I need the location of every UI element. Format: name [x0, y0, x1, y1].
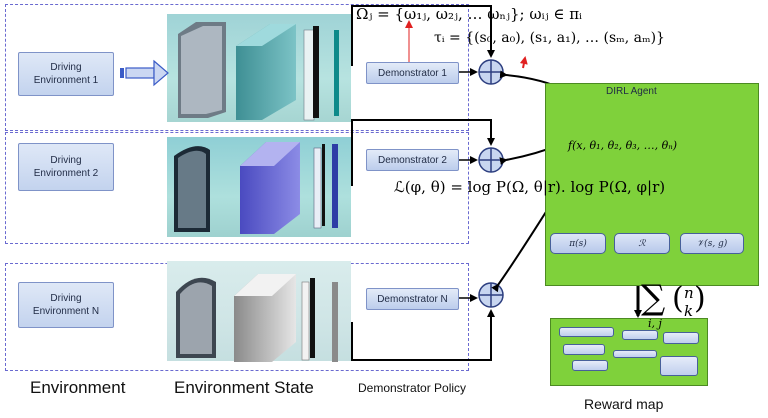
demonstrator-2-label: Demonstrator 2	[378, 154, 447, 166]
reward-map-cell	[660, 356, 698, 376]
demonstrator-policy-caption: Demonstrator Policy	[358, 381, 467, 395]
row-box-environment-2	[5, 132, 469, 244]
binomial-paren-left: (	[672, 281, 684, 316]
sum-node-n	[478, 282, 504, 308]
policy-output-label: π(s)	[569, 238, 587, 249]
driving-environment-1-label: Driving Environment 1	[33, 62, 99, 86]
f-formula: f(x, θ₁, θ₂, θ₃, …, θₙ)	[568, 139, 678, 152]
sum-symbol: ∑	[641, 278, 666, 318]
policy-output-pill[interactable]: π(s)	[550, 233, 606, 254]
binomial-n: n	[684, 284, 694, 302]
driving-environment-1-button[interactable]: Driving Environment 1	[18, 52, 114, 96]
row-box-environment-1	[5, 4, 469, 131]
rown-feature-stack	[176, 274, 338, 362]
tau-formula: τᵢ = {(s₀, a₀), (s₁, a₁), … (sₘ, aₘ)}	[434, 30, 665, 46]
driving-environment-n-button[interactable]: Driving Environment N	[18, 282, 114, 328]
sum-node-2	[478, 147, 504, 173]
reward-map-cell	[559, 327, 614, 337]
environment-state-caption: Environment State	[174, 378, 314, 397]
value-output-pill[interactable]: 𝒱(s, g)	[680, 233, 744, 254]
demonstrator-n-button[interactable]: Demonstrator N	[366, 288, 459, 310]
binomial-paren-right: )	[694, 281, 706, 316]
driving-environment-n-label: Driving Environment N	[32, 293, 100, 317]
dirl-agent-title: DIRL Agent	[606, 86, 657, 97]
demonstrator-n-label: Demonstrator N	[377, 293, 448, 305]
environment-caption: Environment	[30, 378, 126, 397]
reward-map-cell	[613, 350, 657, 358]
demonstrator-2-button[interactable]: Demonstrator 2	[366, 149, 459, 171]
demonstrator-1-button[interactable]: Demonstrator 1	[366, 62, 459, 84]
driving-environment-2-button[interactable]: Driving Environment 2	[18, 143, 114, 191]
row1-feature-stack	[178, 22, 339, 121]
reward-map-cell	[563, 344, 605, 355]
reward-output-pill[interactable]: ℛ	[614, 233, 670, 254]
omega-formula: Ωⱼ = {ω₁ⱼ, ω₂ⱼ, … ωₙⱼ}; ωᵢⱼ ∈ πᵢ	[356, 5, 583, 23]
reward-map-caption: Reward map	[584, 396, 664, 412]
reward-map-cell	[622, 330, 658, 340]
reward-output-label: ℛ	[638, 238, 646, 249]
reward-map-cell	[572, 360, 608, 371]
sum-node-1	[478, 59, 504, 85]
big-arrow-icon	[120, 59, 169, 87]
row2-feature-stack	[174, 142, 338, 234]
value-output-label: 𝒱(s, g)	[696, 238, 728, 249]
reward-map-cell	[663, 332, 699, 344]
sum-subscript: i, j	[648, 317, 662, 330]
demonstrator-1-label: Demonstrator 1	[378, 67, 447, 79]
binomial-k: k	[684, 302, 694, 320]
loss-formula: ℒ(φ, θ) = log P(Ω, θ|r). log P(Ω, φ|r)	[394, 178, 666, 196]
driving-environment-2-label: Driving Environment 2	[33, 155, 99, 179]
